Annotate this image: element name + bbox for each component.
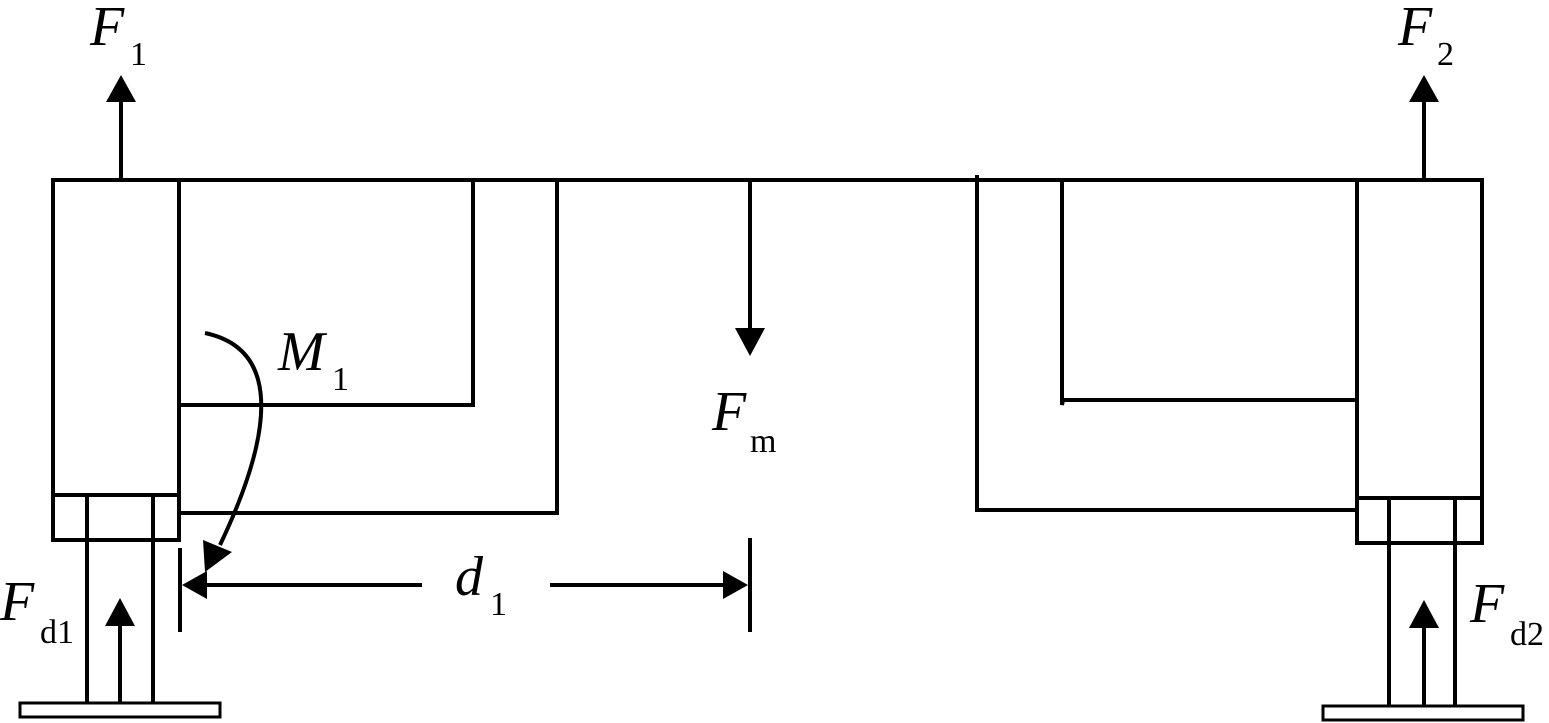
left-outer-l-frame	[179, 180, 559, 515]
m1-moment-head	[203, 540, 232, 572]
fd2-arrow-head	[1409, 600, 1439, 628]
right-base-plate	[1321, 704, 1525, 722]
m1-moment-curve	[204, 331, 264, 546]
left-inner-l-frame	[179, 180, 475, 407]
f1-arrow-head	[106, 75, 136, 102]
left-column	[51, 178, 181, 542]
fd1-arrow-head	[105, 598, 135, 626]
fm-arrow-head	[735, 328, 765, 356]
f2-arrow-head	[1409, 75, 1439, 102]
d1-right-arrow-head	[723, 571, 748, 599]
d1-left-arrow-head	[182, 571, 207, 599]
left-base-plate	[18, 701, 222, 719]
right-inner-l-frame	[1060, 180, 1357, 406]
right-outer-l-frame	[975, 175, 1357, 512]
right-column	[1355, 178, 1484, 545]
